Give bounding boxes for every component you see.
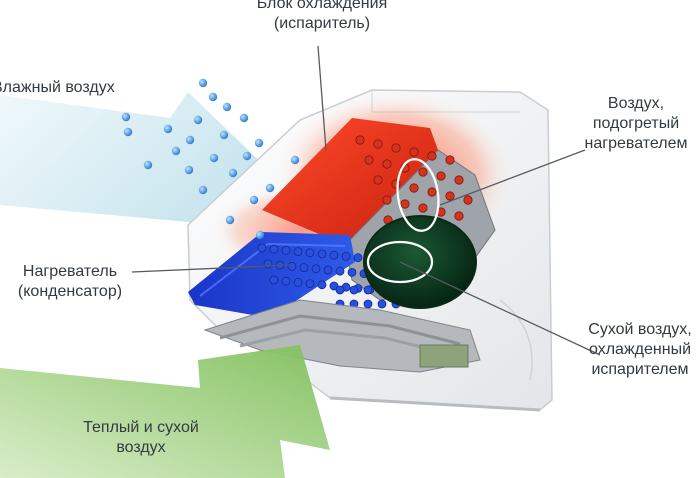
moisture-droplet xyxy=(185,135,195,145)
moisture-droplet xyxy=(254,138,264,148)
moisture-droplet xyxy=(143,160,153,170)
blue-tube-dot xyxy=(299,263,309,273)
red-tube-dot xyxy=(445,155,455,165)
moisture-droplet xyxy=(163,124,173,134)
blue-tube-dot xyxy=(341,251,351,261)
moisture-droplet xyxy=(198,78,208,88)
moisture-droplet xyxy=(239,113,249,123)
moisture-droplet xyxy=(121,112,131,122)
moisture-droplet xyxy=(123,127,133,137)
red-tube-dot xyxy=(355,135,365,145)
blue-tube-dots xyxy=(257,243,401,309)
red-tube-dot xyxy=(382,159,392,169)
red-tube-dot xyxy=(436,171,446,181)
red-tube-dot xyxy=(454,175,464,185)
blue-tube-dot xyxy=(347,267,357,277)
red-tube-dot xyxy=(391,143,401,153)
red-tube-dot xyxy=(445,191,455,201)
blue-tube-dot xyxy=(281,245,291,255)
label-warm-dry-air: Теплый и сухой воздух xyxy=(83,419,199,456)
blue-tube-dot xyxy=(377,299,387,309)
blue-tube-dot xyxy=(269,244,279,254)
red-tube-dot xyxy=(418,203,428,213)
blue-tube-dot xyxy=(293,277,303,287)
blue-tube-dot xyxy=(317,280,327,290)
moisture-droplet xyxy=(184,165,194,175)
blue-tube-dot xyxy=(257,243,267,253)
moisture-droplet xyxy=(209,153,219,163)
red-tube-dot xyxy=(418,167,428,177)
blue-tube-dot xyxy=(329,281,339,291)
leader-lines xyxy=(131,45,601,356)
moisture-droplet xyxy=(255,230,265,240)
blue-tube-dot xyxy=(329,250,339,260)
red-tube-dot xyxy=(463,195,473,205)
blue-tube-dot xyxy=(311,264,321,274)
moisture-droplet xyxy=(225,215,235,225)
moisture-droplet xyxy=(219,130,229,140)
red-tube-dot xyxy=(382,195,392,205)
blue-tube-dot xyxy=(363,299,373,309)
red-tube-dot xyxy=(427,151,437,161)
moisture-droplet xyxy=(242,151,252,161)
blue-tube-dot xyxy=(269,275,279,285)
moisture-droplet xyxy=(171,146,181,156)
label-evaporator: Блок охлаждения (испаритель) xyxy=(256,0,388,32)
blue-tube-dot xyxy=(281,276,291,286)
moisture-droplet xyxy=(290,155,300,165)
warm-dry-air-arrow xyxy=(0,345,330,478)
moisture-droplets xyxy=(121,78,300,240)
blue-tube-dot xyxy=(353,253,363,263)
red-tube-dot xyxy=(409,147,419,157)
red-tube-dot xyxy=(373,175,383,185)
moisture-droplet xyxy=(198,185,208,195)
label-heated-air: Воздух, подогретый нагревателем xyxy=(584,95,688,152)
label-heater: Нагреватель (конденсатор) xyxy=(17,263,123,300)
moisture-droplet xyxy=(249,195,259,205)
blue-tube-dot xyxy=(263,259,273,269)
moisture-droplet xyxy=(265,183,275,193)
red-tube-dot xyxy=(364,155,374,165)
blue-tube-dot xyxy=(317,249,327,259)
blue-tube-dot xyxy=(305,279,315,289)
blue-tube-dot xyxy=(349,285,359,295)
label-dry-cooled-air: Сухой воздух, охлажденный испарителем xyxy=(588,321,692,378)
blue-tube-dot xyxy=(323,265,333,275)
blue-tube-dot xyxy=(305,248,315,258)
red-tube-dot xyxy=(427,187,437,197)
red-tube-dot xyxy=(409,183,419,193)
blue-tube-dot xyxy=(335,285,345,295)
blue-tube-dot xyxy=(293,247,303,257)
moisture-droplet xyxy=(193,115,203,125)
red-tube-dot xyxy=(400,199,410,209)
moisture-droplet xyxy=(228,168,238,178)
blue-tube-dot xyxy=(335,266,345,276)
moisture-droplet xyxy=(208,92,218,102)
red-tube-dot xyxy=(454,211,464,221)
blue-tube-dot xyxy=(363,285,373,295)
red-tube-dot xyxy=(373,139,383,149)
moisture-droplet xyxy=(222,102,232,112)
blue-tube-dot xyxy=(287,261,297,271)
label-humid-air: Влажный воздух xyxy=(0,79,115,96)
